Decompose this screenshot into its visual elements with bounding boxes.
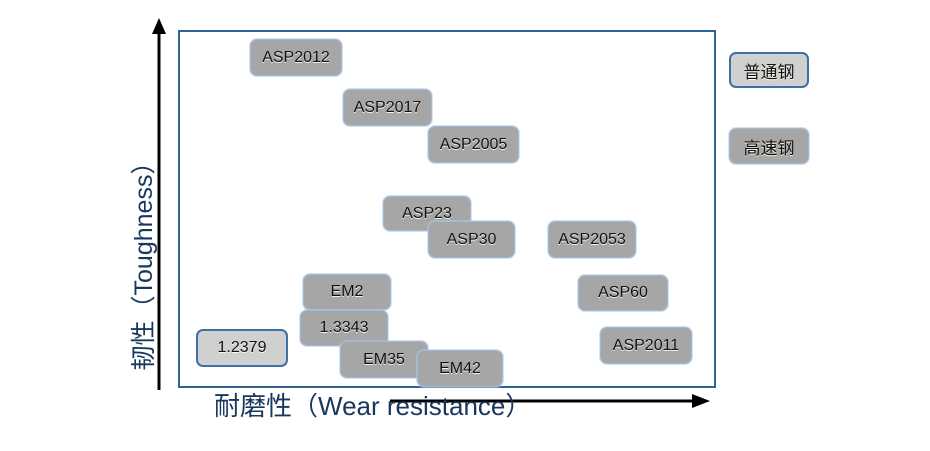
steel-node-em35: EM35 [340, 341, 428, 378]
y-axis-title: 韧性（Toughness） [122, 120, 162, 400]
steel-node-em42: EM42 [417, 350, 503, 387]
x-axis-title: 耐磨性（Wear resistance） [214, 391, 532, 421]
steel-node-em2: EM2 [303, 274, 391, 310]
steel-node-asp2017: ASP2017 [343, 89, 432, 126]
steel-node-1-2379: 1.2379 [196, 329, 288, 367]
steel-node-asp2012: ASP2012 [250, 39, 342, 76]
legend-item-hss: 高速钢 [729, 128, 809, 164]
steel-node-asp23: ASP23 [383, 196, 471, 231]
steel-node-asp2005: ASP2005 [428, 126, 519, 163]
steel-node-asp60: ASP60 [578, 275, 668, 311]
y-axis-title-text: 韧性（Toughness） [130, 149, 158, 371]
steel-node-asp2011: ASP2011 [600, 327, 692, 364]
steel-node-asp2053: ASP2053 [548, 221, 636, 258]
x-axis-arrow [390, 394, 710, 408]
steel-node-asp30: ASP30 [428, 221, 515, 258]
legend-item-normal: 普通钢 [729, 52, 809, 88]
y-axis-arrow [152, 18, 166, 390]
